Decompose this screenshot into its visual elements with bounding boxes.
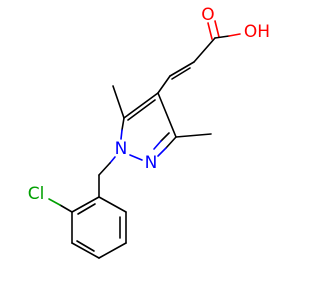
bond-alkene-double: [171, 67, 191, 80]
bond-benzene-inner-c: [77, 203, 96, 215]
bond-c5-n1-nitrogen-part: [120, 129, 123, 140]
chlorine-label: Cl: [28, 184, 45, 204]
bond-c3-n2-nitrogen-part: [157, 147, 167, 157]
bond-c-oh-carbon-part: [214, 35, 230, 39]
bond-c3-n2-carbon-part: [165, 136, 177, 149]
bond-n1-n2: [129, 154, 143, 161]
bond-c3-n2-double-carbon-part: [160, 132, 170, 142]
bond-c-o-double-b: [214, 20, 220, 38]
oxygen-carbonyl-label: O: [201, 5, 214, 25]
nitrogen-1-label: N: [115, 139, 128, 159]
bond-c5-n1-carbon-part: [121, 117, 125, 131]
bond-aryl-cl-chlorine-part: [48, 198, 61, 206]
bond-benzene-1-2: [98, 196, 127, 213]
bond-benzene-inner-b: [76, 240, 95, 252]
hydroxyl-label: OH: [244, 22, 270, 42]
bond-benzene-4-5: [71, 242, 100, 259]
bond-n1-ch2-carbon-part: [98, 162, 111, 176]
bond-n1-ch2-nitrogen-part: [109, 156, 116, 164]
bond-c5-methyl: [112, 85, 125, 119]
bond-benzene-3-4: [98, 242, 127, 259]
bond-carboxyl-alkene: [193, 37, 216, 63]
nitrogen-2-label: N: [145, 153, 158, 173]
bond-c4-c5: [123, 92, 159, 119]
bond-benzene-6-1: [71, 196, 100, 213]
bond-alkene-ring: [157, 75, 171, 94]
molecule-structure: O OH N N Cl: [28, 5, 270, 259]
bond-aryl-cl-carbon-part: [59, 204, 73, 213]
bond-c3-n2-double-nitrogen-part: [153, 140, 162, 150]
bond-alkene: [169, 61, 195, 77]
bond-c-o-double-a: [207, 22, 213, 40]
bond-c-oh-oxygen-part: [228, 33, 241, 37]
bond-c4-c5-double: [127, 99, 156, 121]
bond-c4-c3: [157, 92, 177, 138]
bond-c3-methyl: [175, 133, 212, 138]
